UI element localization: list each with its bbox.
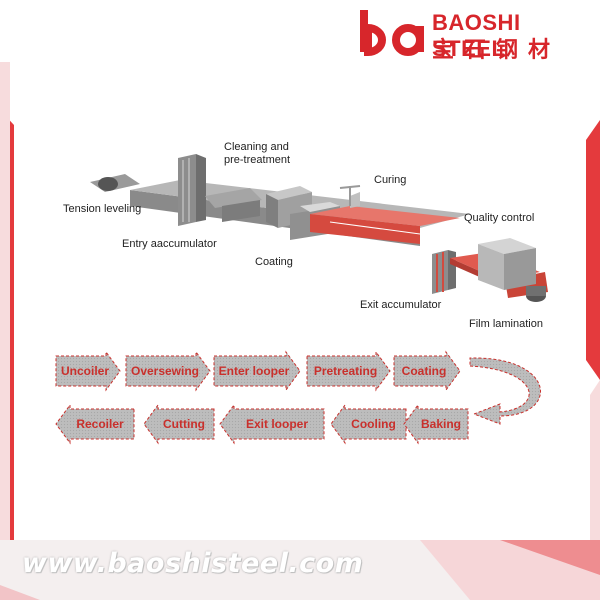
process-step-label: Coating [402, 364, 447, 378]
process-step-uncoiler: Uncoiler [55, 350, 121, 392]
arrow-shape-icon [125, 350, 211, 392]
process-step-label: Exit looper [246, 417, 308, 431]
brand-name-cn: 宝石钢材 [432, 38, 561, 63]
process-step-label: Baking [421, 417, 461, 431]
process-step-label: Enter looper [219, 364, 290, 378]
arrow-shape-icon [393, 350, 461, 392]
arrow-shape-icon [403, 403, 469, 445]
header: BAOSHI STEEL 宝石钢材 [0, 0, 600, 63]
process-step-label: Cooling [351, 417, 396, 431]
process-step-exit-looper: Exit looper [219, 403, 325, 445]
arrow-shape-icon [219, 403, 325, 445]
process-step-oversewing: Oversewing [125, 350, 211, 392]
arrow-shape-icon [143, 403, 215, 445]
process-step-label: Oversewing [131, 364, 199, 378]
label-coating: Coating [255, 256, 293, 268]
process-step-cutting: Cutting [143, 403, 215, 445]
process-step-baking: Baking [403, 403, 469, 445]
process-step-recoiler: Recoiler [55, 403, 135, 445]
label-quality-control: Quality control [464, 212, 535, 224]
process-step-label: Cutting [163, 417, 205, 431]
brand-name: BAOSHI STEEL [432, 10, 521, 61]
process-step-enter-looper: Enter looper [213, 350, 301, 392]
u-turn-arrow-icon [469, 357, 541, 425]
process-step-cooling: Cooling [330, 403, 407, 445]
process-step-coating: Coating [393, 350, 461, 392]
arrow-shape-icon [213, 350, 301, 392]
label-film-lamination: Film lamination [469, 318, 543, 330]
process-step-label: Uncoiler [61, 364, 109, 378]
label-exit-accumulator: Exit accumulator [360, 299, 442, 311]
label-tension-leveling: Tension leveling [63, 203, 142, 215]
process-step-label: Pretreating [314, 364, 377, 378]
arrow-shape-icon [330, 403, 407, 445]
arrow-shape-icon [55, 403, 135, 445]
process-step-pretreating: Pretreating [306, 350, 391, 392]
arrow-shape-icon [55, 350, 121, 392]
label-cleaning: Cleaning and pre-treatment [224, 141, 291, 166]
process-step-label: Recoiler [76, 417, 124, 431]
label-curing: Curing [374, 174, 407, 186]
label-entry-accumulator: Entry aaccumulator [122, 238, 217, 250]
production-line-illustration [90, 154, 548, 302]
baoshi-logo-icon [360, 10, 424, 57]
arrow-shape-icon [306, 350, 391, 392]
website-url: www.baoshisteel.com [22, 548, 364, 579]
